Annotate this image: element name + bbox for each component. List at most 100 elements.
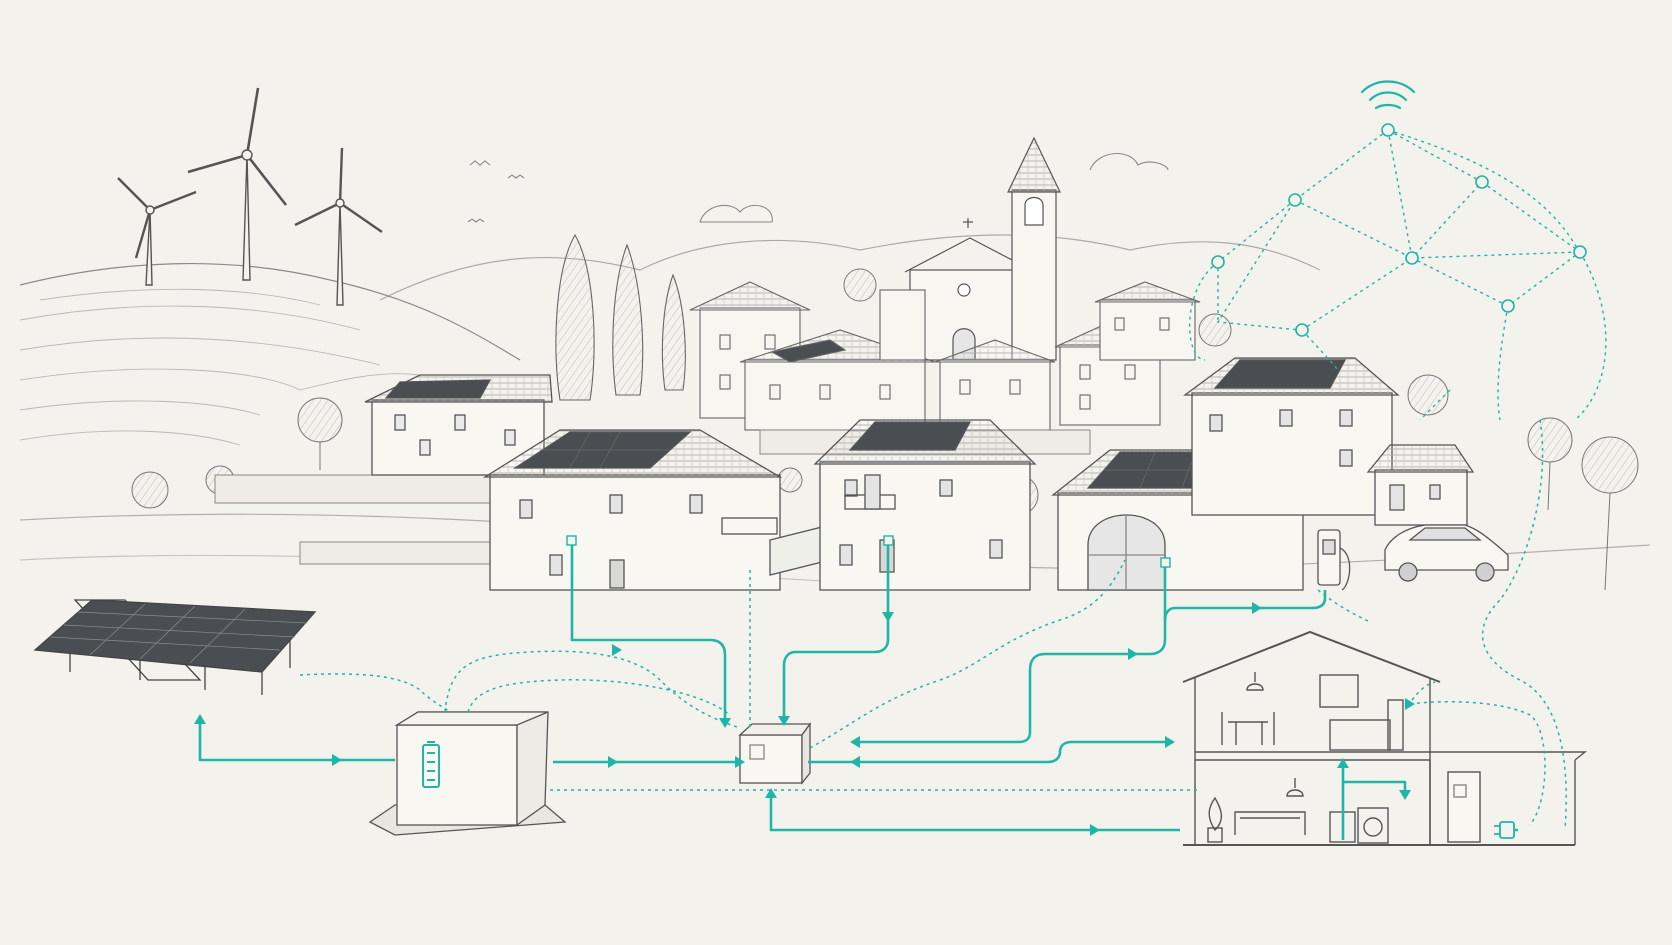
tree bbox=[777, 467, 803, 493]
data-link bbox=[1411, 681, 1436, 701]
arrow bbox=[1405, 698, 1415, 710]
energy-link-house-hub bbox=[782, 540, 890, 718]
solar-panel bbox=[848, 421, 972, 451]
energy-link-home-battery bbox=[1341, 760, 1407, 795]
bird bbox=[507, 174, 525, 179]
data-link bbox=[809, 559, 1126, 749]
energy-flows bbox=[198, 540, 1518, 840]
wind-turbine-icon bbox=[117, 87, 383, 306]
washing-machine bbox=[1357, 807, 1389, 844]
tree bbox=[1198, 313, 1232, 347]
arrow bbox=[1337, 758, 1349, 768]
solar-panel-icon bbox=[33, 599, 317, 695]
cypress-trees bbox=[555, 233, 686, 401]
church bbox=[904, 136, 1061, 361]
sensor-box bbox=[566, 535, 577, 546]
mesh-node bbox=[1501, 299, 1515, 313]
mesh-node bbox=[1211, 255, 1225, 269]
sky-details bbox=[467, 152, 1169, 223]
wind-turbine bbox=[294, 147, 383, 306]
bird bbox=[469, 160, 491, 166]
energy-link-house-hub bbox=[570, 540, 727, 720]
arrow bbox=[850, 736, 860, 748]
house-far-right bbox=[1366, 444, 1475, 526]
arrow bbox=[1128, 648, 1138, 660]
arrow bbox=[850, 756, 860, 768]
energy-link-ev-hub bbox=[1163, 590, 1327, 621]
tree bbox=[131, 471, 169, 509]
ev-charger-icon bbox=[1317, 529, 1351, 591]
plug-icon bbox=[1494, 821, 1515, 839]
data-link bbox=[467, 679, 731, 716]
field-rows bbox=[19, 288, 421, 446]
sofa bbox=[1234, 811, 1306, 835]
battery-level-icon bbox=[422, 741, 440, 788]
house-main-left bbox=[482, 429, 831, 591]
arrow bbox=[612, 644, 622, 656]
mesh-node bbox=[1381, 123, 1395, 137]
tree bbox=[297, 397, 343, 443]
data-link bbox=[444, 650, 741, 729]
data-link bbox=[1409, 700, 1546, 826]
battery-icon bbox=[368, 711, 567, 836]
data-link bbox=[1481, 419, 1567, 831]
data-link bbox=[299, 673, 451, 713]
house-left bbox=[364, 374, 553, 476]
cypress-tree bbox=[555, 233, 595, 401]
arrow bbox=[1399, 790, 1411, 800]
far-hills bbox=[379, 234, 1321, 301]
arrow bbox=[332, 754, 342, 766]
tree bbox=[1407, 374, 1449, 416]
foreground-houses bbox=[364, 357, 1475, 591]
sensor-boxes bbox=[566, 535, 1171, 568]
house bbox=[879, 289, 1056, 431]
wind-turbine bbox=[117, 177, 197, 286]
bird bbox=[467, 218, 485, 223]
arrow bbox=[719, 718, 731, 728]
cutaway-home bbox=[1182, 630, 1587, 846]
wind-turbine bbox=[187, 87, 288, 281]
arrow bbox=[765, 788, 777, 798]
arrow bbox=[1252, 602, 1262, 614]
tree bbox=[843, 268, 877, 302]
tree bbox=[1581, 436, 1639, 494]
mesh-node bbox=[1405, 251, 1419, 265]
wall-picture bbox=[1319, 674, 1359, 708]
energy-link-barn-hub bbox=[858, 562, 1167, 744]
left-hill bbox=[19, 262, 521, 361]
flow-arrows bbox=[194, 602, 1415, 836]
house bbox=[739, 329, 936, 431]
car-icon bbox=[1384, 524, 1509, 582]
cloud bbox=[699, 204, 773, 223]
solar-panel bbox=[770, 339, 847, 363]
energy-link-hub-home bbox=[808, 740, 1172, 764]
mesh-nodes bbox=[1211, 123, 1587, 337]
home-battery-icon bbox=[1447, 771, 1481, 843]
arrow bbox=[882, 612, 894, 622]
house bbox=[1094, 281, 1201, 361]
energy-link-solar-battery bbox=[198, 722, 395, 762]
background-houses bbox=[689, 281, 1201, 431]
plant bbox=[1208, 796, 1223, 832]
dining-table bbox=[1228, 721, 1268, 745]
mesh-node bbox=[1295, 323, 1309, 337]
data-flows bbox=[299, 419, 1567, 831]
wifi-icon bbox=[1360, 80, 1416, 110]
arrow bbox=[1090, 824, 1100, 836]
cloud bbox=[1089, 152, 1169, 171]
arrow bbox=[608, 756, 618, 768]
home-floor bbox=[1195, 751, 1430, 761]
home-roof bbox=[1182, 630, 1441, 683]
cypress-tree bbox=[661, 273, 686, 391]
house-right bbox=[1183, 357, 1400, 516]
mesh-node bbox=[1288, 193, 1302, 207]
arrow bbox=[735, 756, 745, 768]
tree bbox=[1527, 417, 1573, 463]
solar-array-panels bbox=[33, 599, 317, 673]
mesh-node bbox=[1573, 245, 1587, 259]
sensor-box bbox=[883, 535, 894, 546]
energy-link-hub-home bbox=[769, 795, 1180, 832]
sensor-box bbox=[1160, 557, 1171, 568]
